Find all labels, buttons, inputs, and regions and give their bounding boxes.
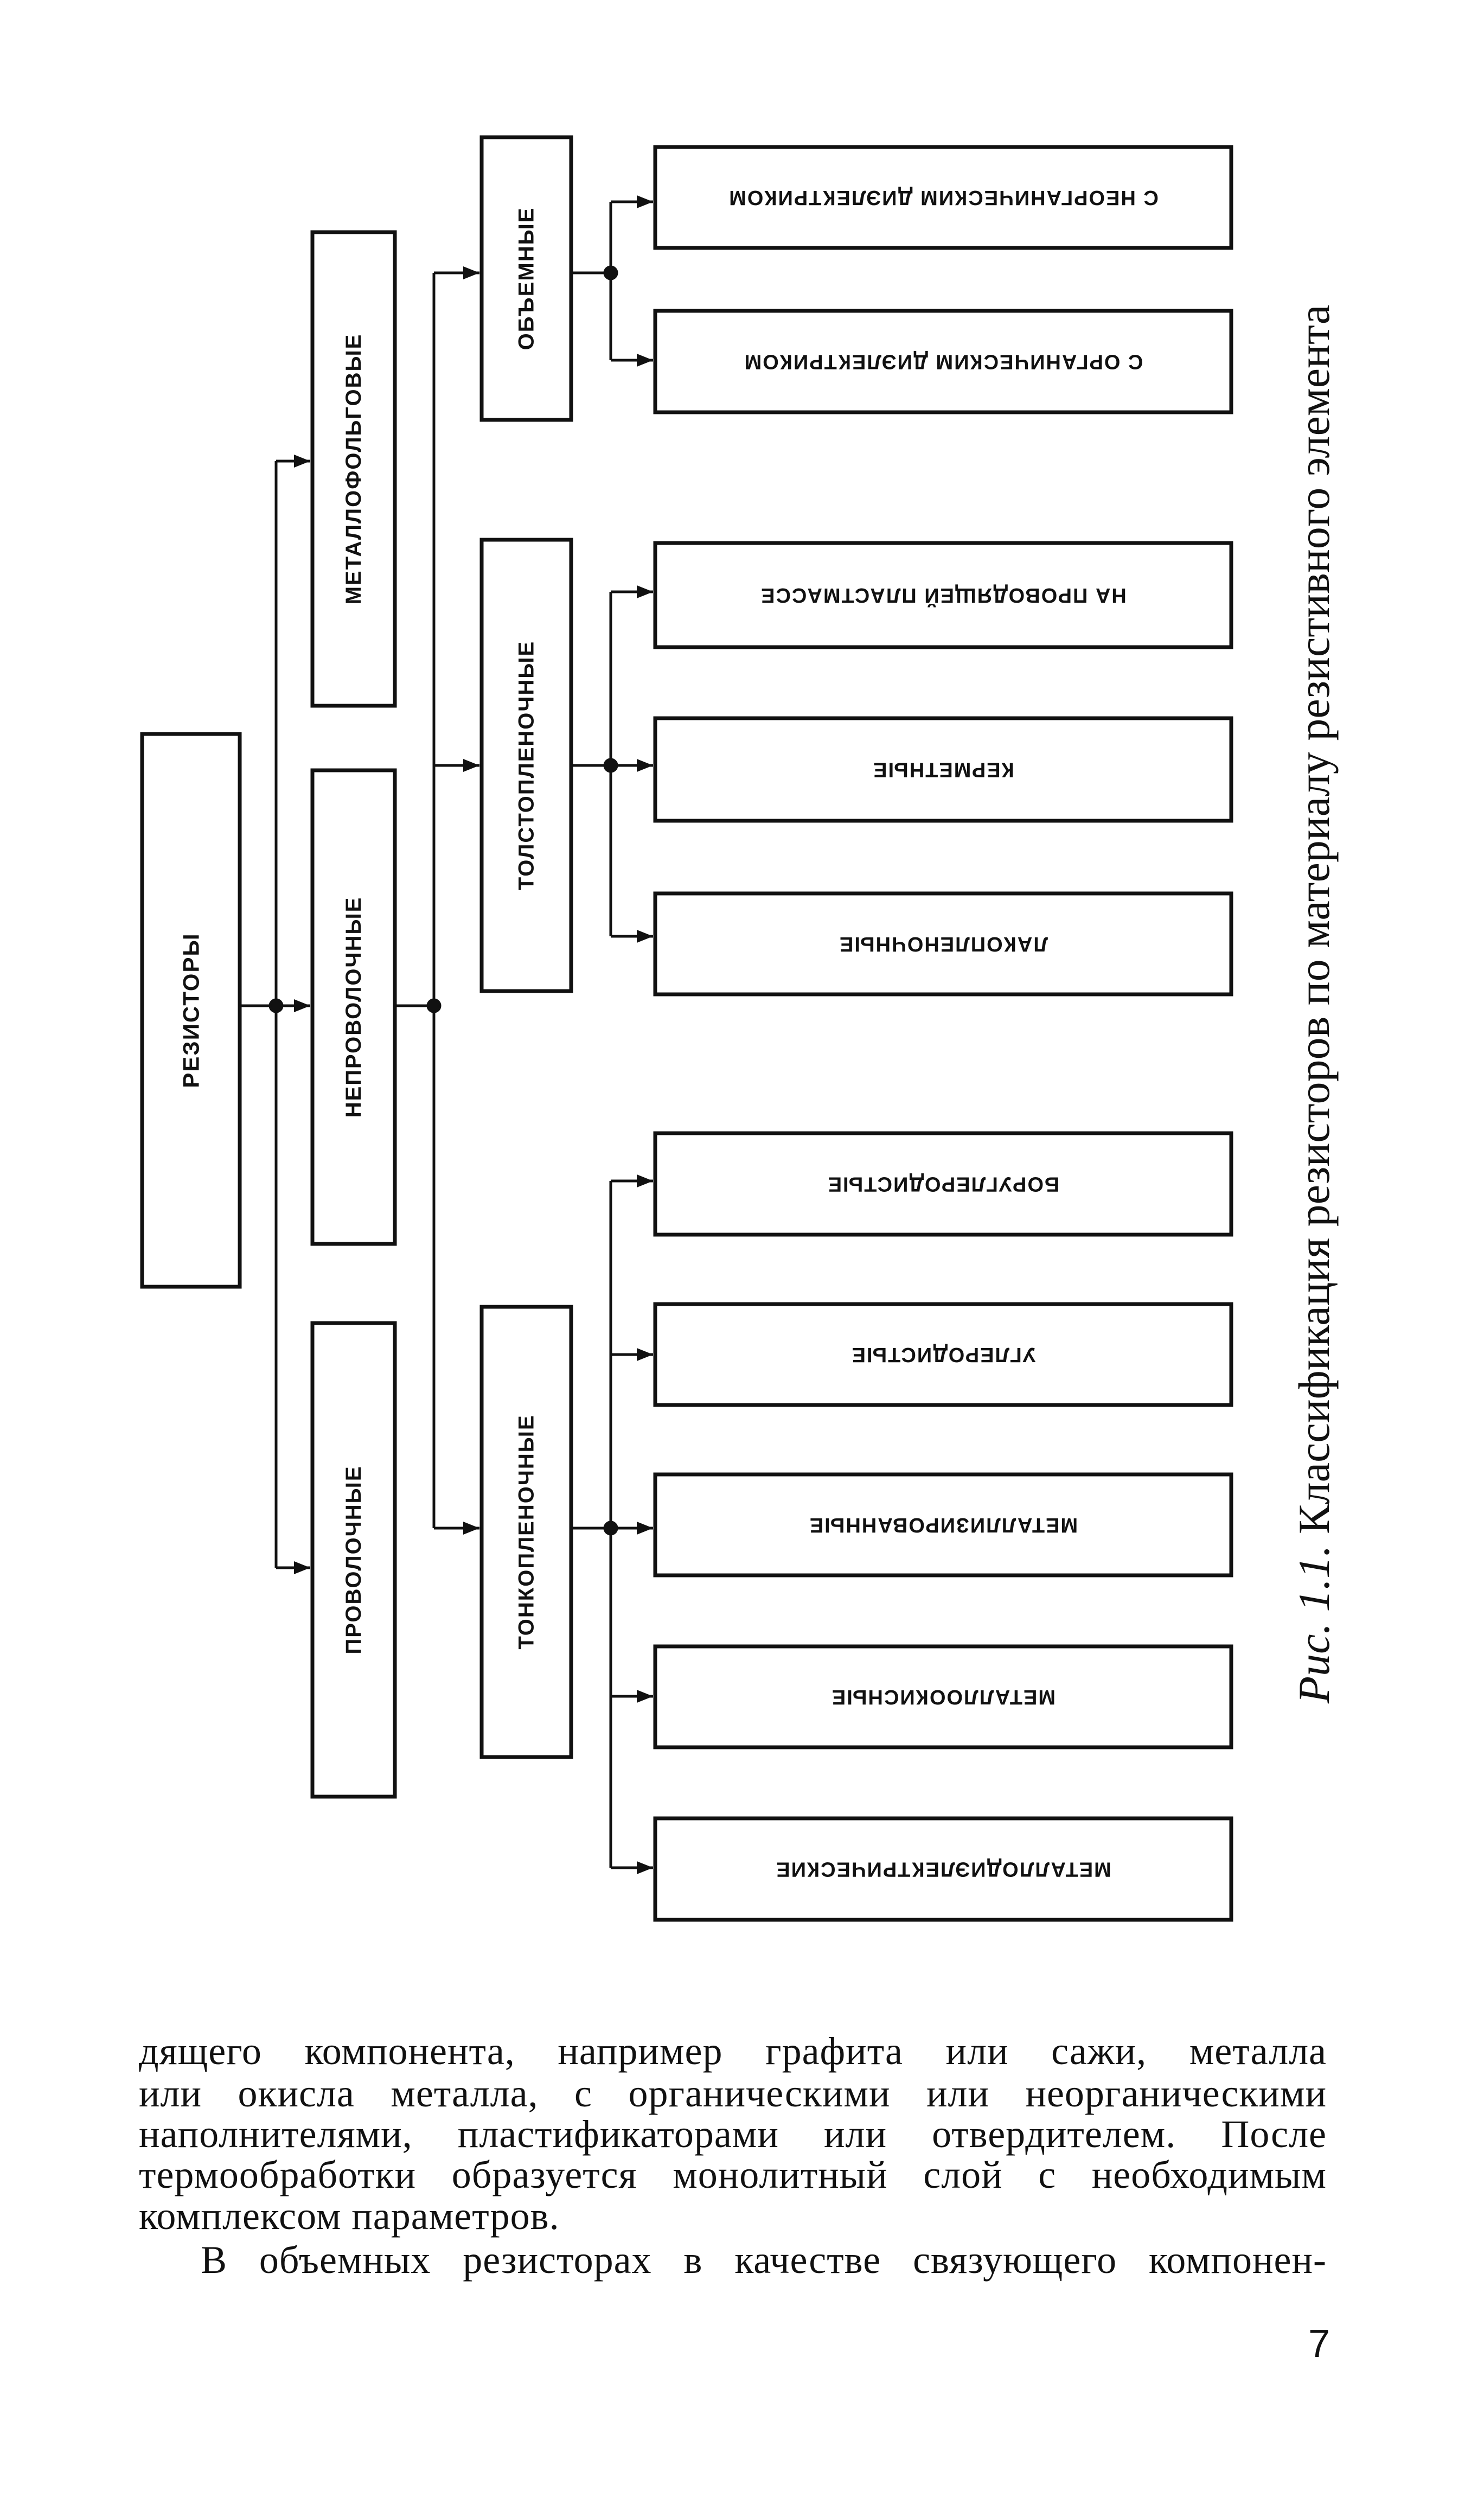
- box-label: НА ПРОВОДЯЩЕЙ ПЛАСТМАССЕ: [760, 584, 1127, 608]
- box-thin-film: ТОНКОПЛЕНОЧНЫЕ: [479, 1305, 573, 1759]
- box-border: [479, 1305, 573, 1759]
- box-label: УГЛЕРОДИСТЫЕ: [851, 1343, 1036, 1366]
- box-leaf: ЛАКОПЛЕНОЧНЫЕ: [653, 891, 1233, 997]
- box-border: [653, 145, 1233, 250]
- box-label: МЕТАЛЛООКИСНЫЕ: [831, 1685, 1056, 1708]
- box-label: МЕТАЛЛОФОЛЬГОВЫЕ: [342, 334, 366, 605]
- box-thick-film: ТОЛСТОПЛЕНОЧНЫЕ: [479, 538, 573, 993]
- box-border: [653, 891, 1233, 997]
- box-label: КЕРМЕТНЫЕ: [872, 758, 1014, 781]
- box-label: МЕТАЛЛИЗИРОВАННЫЕ: [809, 1513, 1078, 1536]
- body-line: дящего компонента, например графита или …: [139, 2029, 1327, 2073]
- body-line: или окисла металла, с органическими или …: [139, 2072, 1327, 2115]
- box-leaf: С ОРГАНИЧЕСКИМ ДИЭЛЕКТРИКОМ: [653, 309, 1233, 414]
- body-line: термообработки образуется монолитный сло…: [139, 2153, 1327, 2196]
- box-border: [479, 135, 573, 422]
- box-bulk: ОБЪЕМНЫЕ: [479, 135, 573, 422]
- box-non-wire: НЕПРОВОЛОЧНЫЕ: [310, 768, 397, 1246]
- box-border: [653, 541, 1233, 649]
- box-leaf: МЕТАЛЛОДИЭЛЕКТРИЧЕСКИЕ: [653, 1816, 1233, 1922]
- box-border: [310, 768, 397, 1246]
- figure-caption: Рис. 1.1. Классификация резисторов по ма…: [1289, 305, 1339, 1704]
- box-border: [653, 1472, 1233, 1577]
- box-border: [310, 1321, 397, 1799]
- caption-text: Классификация резисторов по материалу ре…: [1289, 305, 1339, 1534]
- box-leaf: НА ПРОВОДЯЩЕЙ ПЛАСТМАССЕ: [653, 541, 1233, 649]
- box-label: ТОНКОПЛЕНОЧНЫЕ: [515, 1414, 539, 1649]
- box-border: [653, 1131, 1233, 1237]
- box-label: НЕПРОВОЛОЧНЫЕ: [342, 897, 366, 1118]
- body-line: В объемных резисторах в качестве связующ…: [201, 2238, 1327, 2282]
- box-border: [653, 1302, 1233, 1407]
- body-line: комплексом параметров.: [139, 2194, 560, 2238]
- box-leaf: МЕТАЛЛООКИСНЫЕ: [653, 1644, 1233, 1749]
- box-label: ПРОВОЛОЧНЫЕ: [342, 1465, 366, 1654]
- box-border: [653, 1816, 1233, 1922]
- box-leaf: УГЛЕРОДИСТЫЕ: [653, 1302, 1233, 1407]
- box-border: [140, 732, 242, 1289]
- page-number: 7: [1308, 2322, 1331, 2366]
- box-label: БОРУГЛЕРОДИСТЫЕ: [827, 1173, 1060, 1196]
- box-label: МЕТАЛЛОДИЭЛЕКТРИЧЕСКИЕ: [775, 1858, 1111, 1881]
- box-border: [653, 309, 1233, 414]
- box-root: РЕЗИСТОРЫ: [140, 732, 242, 1289]
- body-line: наполнителями, пластификаторами или отве…: [139, 2112, 1327, 2156]
- box-label: ОБЪЕМНЫЕ: [515, 207, 539, 350]
- box-leaf: С НЕОРГАНИЧЕСКИМ ДИЭЛЕКТРИКОМ: [653, 145, 1233, 250]
- box-label: РЕЗИСТОРЫ: [178, 933, 204, 1088]
- box-metal-foil: МЕТАЛЛОФОЛЬГОВЫЕ: [310, 230, 397, 708]
- box-leaf: КЕРМЕТНЫЕ: [653, 716, 1233, 823]
- box-label: ЛАКОПЛЕНОЧНЫЕ: [839, 933, 1048, 955]
- box-wire: ПРОВОЛОЧНЫЕ: [310, 1321, 397, 1799]
- box-leaf: БОРУГЛЕРОДИСТЫЕ: [653, 1131, 1233, 1237]
- box-border: [310, 230, 397, 708]
- box-label: С НЕОРГАНИЧЕСКИМ ДИЭЛЕКТРИКОМ: [728, 186, 1159, 209]
- classification-diagram: РЕЗИСТОРЫ МЕТАЛЛОФОЛЬГОВЫЕ НЕПРОВОЛОЧНЫЕ ПР…: [140, 135, 1339, 1922]
- caption-label: Рис. 1.1.: [1289, 1545, 1339, 1704]
- box-leaf: МЕТАЛЛИЗИРОВАННЫЕ: [653, 1472, 1233, 1577]
- box-border: [653, 1644, 1233, 1749]
- box-border: [653, 716, 1233, 823]
- box-label: С ОРГАНИЧЕСКИМ ДИЭЛЕКТРИКОМ: [744, 350, 1143, 373]
- box-border: [479, 538, 573, 993]
- box-label: ТОЛСТОПЛЕНОЧНЫЕ: [515, 641, 539, 890]
